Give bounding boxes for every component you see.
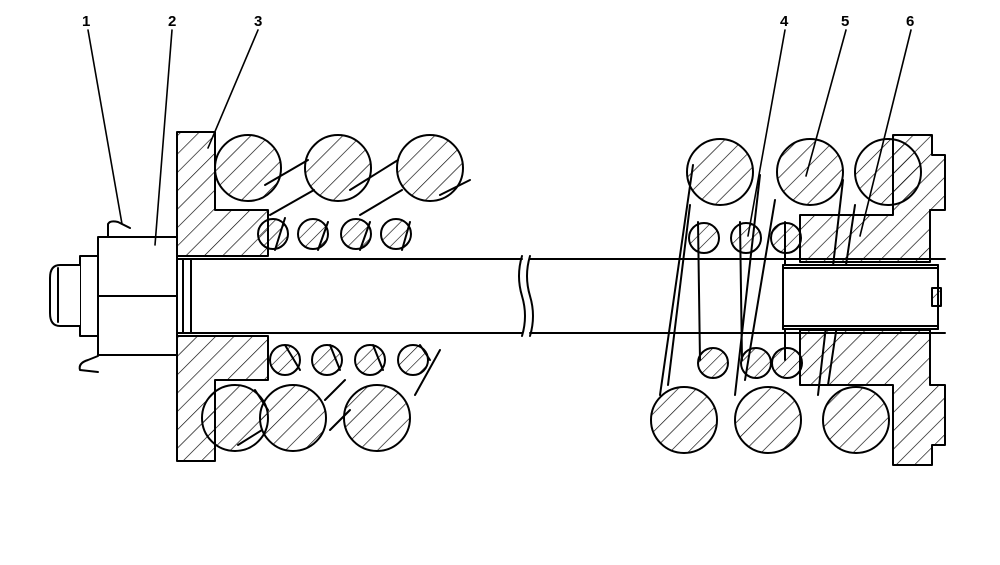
- outer-coil: [822, 386, 890, 454]
- left-end-plate: [176, 131, 269, 462]
- outer-coil: [214, 134, 282, 202]
- outer-coil: [304, 134, 372, 202]
- callout-1: 1: [82, 13, 90, 30]
- cotter-pin: [78, 220, 131, 373]
- callout-6: 6: [906, 13, 914, 30]
- outer-coil: [259, 384, 327, 452]
- callout-labels: 1 2 3 4 5 6: [82, 13, 914, 30]
- outer-coil: [396, 134, 464, 202]
- nut: [49, 236, 178, 356]
- right-end-plate: [799, 134, 946, 466]
- callout-4: 4: [780, 13, 789, 30]
- shaft-end-bore: [782, 264, 942, 330]
- callout-2: 2: [168, 13, 176, 30]
- callout-3: 3: [254, 13, 262, 30]
- leader-lines: [87, 29, 912, 246]
- callout-5: 5: [841, 13, 849, 30]
- outer-coil: [734, 386, 802, 454]
- shaft: [176, 255, 946, 337]
- outer-coil: [650, 386, 718, 454]
- outer-coil: [343, 384, 411, 452]
- outer-coil: [686, 138, 754, 206]
- outer-coil: [776, 138, 844, 206]
- inner-spring-coils: [257, 218, 803, 379]
